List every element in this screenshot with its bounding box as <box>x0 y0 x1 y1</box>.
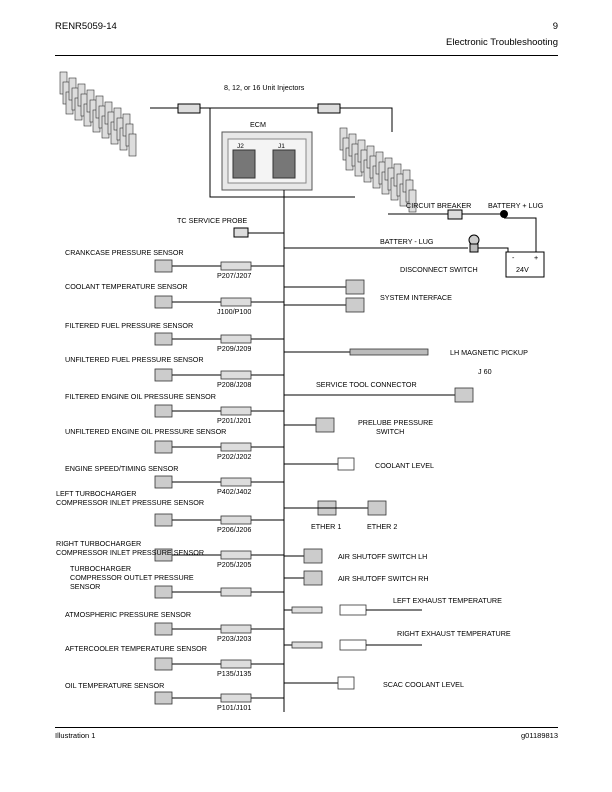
left-exhaust-temperature <box>284 604 422 616</box>
sensor-2 <box>154 295 284 309</box>
section-title: Electronic Troubleshooting <box>446 37 558 48</box>
page-number: 9 <box>552 21 558 32</box>
service-tool-connector <box>284 387 474 403</box>
sensor-label-12: AFTERCOOLER TEMPERATURE SENSOR <box>65 644 207 653</box>
connector-label-13: P101/J101 <box>217 703 251 712</box>
sensor-label-7: ENGINE SPEED/TIMING SENSOR <box>65 464 178 473</box>
ether-2-label: ETHER 2 <box>367 522 397 531</box>
injector-connector-right <box>317 103 341 114</box>
air-shutoff-rh-label: AIR SHUTOFF SWITCH RH <box>338 574 429 583</box>
graphic-id: g01189813 <box>521 731 558 740</box>
sensor-label-8: LEFT TURBOCHARGER <box>56 489 136 498</box>
sensor-label-9: RIGHT TURBOCHARGER <box>56 539 141 548</box>
j2-label: J2 <box>237 143 244 150</box>
j60-label: J 60 <box>478 367 492 376</box>
circuit-breaker-label: CIRCUIT BREAKER <box>406 201 471 210</box>
right-injector-bank <box>339 127 417 213</box>
document-id: RENR5059-14 <box>55 21 117 32</box>
illustration-caption: Illustration 1 <box>55 731 96 740</box>
battery-minus-lug-label: BATTERY - LUG <box>380 237 434 246</box>
sensor-13 <box>154 691 284 705</box>
lh-magnetic-pickup <box>284 348 429 356</box>
connector-label-8: P206/J206 <box>217 525 251 534</box>
service-tool-connector-label: SERVICE TOOL CONNECTOR <box>316 380 417 389</box>
battery-voltage-label: 24V <box>516 265 529 274</box>
sensor-label-10: COMPRESSOR OUTLET PRESSURE <box>70 573 194 582</box>
sensor-6 <box>154 440 284 454</box>
ecm-module <box>221 131 313 191</box>
scac-coolant-level-label: SCAC COOLANT LEVEL <box>383 680 464 689</box>
left-exhaust-temperature-label: LEFT EXHAUST TEMPERATURE <box>393 596 502 605</box>
connector-label-5: P201/J201 <box>217 416 251 425</box>
battery-plus-lug-label: BATTERY + LUG <box>488 201 544 210</box>
coolant-level-label: COOLANT LEVEL <box>375 461 434 470</box>
battery-plus-lug <box>500 210 508 218</box>
connector-label-6: P202/J202 <box>217 452 251 461</box>
battery-minus-sign: - <box>512 253 515 262</box>
battery <box>505 251 545 278</box>
scac-coolant-level-switch <box>284 676 355 690</box>
air-shutoff-lh <box>284 548 323 564</box>
sensor-12 <box>154 657 284 671</box>
sensor-label-2: COOLANT TEMPERATURE SENSOR <box>65 282 188 291</box>
sensor-label-5: FILTERED ENGINE OIL PRESSURE SENSOR <box>65 392 216 401</box>
battery-plus-sign: + <box>534 253 538 262</box>
tc-service-probe <box>233 227 249 238</box>
sensor-5 <box>154 404 284 418</box>
system-interface-connector <box>284 279 365 295</box>
circuit-breaker <box>447 209 463 220</box>
sensor-10 <box>154 585 284 599</box>
prelube-pressure-switch <box>284 417 335 433</box>
sensor-label-11: ATMOSPHERIC PRESSURE SENSOR <box>65 610 191 619</box>
tc-service-probe-label: TC SERVICE PROBE <box>177 216 247 225</box>
ecm-label: ECM <box>250 120 266 129</box>
footer-rule <box>55 727 558 728</box>
header-rule <box>55 55 558 56</box>
right-exhaust-temperature-label: RIGHT EXHAUST TEMPERATURE <box>397 629 511 638</box>
sensor-label-10: SENSOR <box>70 582 100 591</box>
air-shutoff-rh <box>284 570 323 586</box>
connector-label-11: P203/J203 <box>217 634 251 643</box>
sensor-9 <box>154 548 284 562</box>
sensor-8 <box>154 513 284 527</box>
prelube-pressure-switch-label-2: SWITCH <box>376 427 404 436</box>
sensor-label-3: FILTERED FUEL PRESSURE SENSOR <box>65 321 193 330</box>
ether-1-label: ETHER 1 <box>311 522 341 531</box>
sensor-label-6: UNFILTERED ENGINE OIL PRESSURE SENSOR <box>65 427 226 436</box>
lh-magnetic-pickup-label: LH MAGNETIC PICKUP <box>450 348 528 357</box>
left-injector-bank <box>59 71 137 157</box>
ecm-harness <box>209 108 355 198</box>
sensor-label-9: COMPRESSOR INLET PRESSURE SENSOR <box>56 548 204 557</box>
ether-2-valve <box>284 500 387 516</box>
injector-connector-left <box>177 103 201 114</box>
connector-label-3: P209/J209 <box>217 344 251 353</box>
system-interface-label: SYSTEM INTERFACE <box>380 293 452 302</box>
sensor-label-1: CRANKCASE PRESSURE SENSOR <box>65 248 184 257</box>
connector-label-7: P402/J402 <box>217 487 251 496</box>
sensor-label-10: TURBOCHARGER <box>70 564 131 573</box>
sensor-label-8: COMPRESSOR INLET PRESSURE SENSOR <box>56 498 204 507</box>
coolant-level-switch <box>284 457 355 471</box>
air-shutoff-lh-label: AIR SHUTOFF SWITCH LH <box>338 552 427 561</box>
system-interface-connector-2 <box>284 297 365 313</box>
sensor-1 <box>154 259 284 273</box>
disconnect-switch-label: DISCONNECT SWITCH <box>400 265 478 274</box>
sensor-label-4: UNFILTERED FUEL PRESSURE SENSOR <box>65 355 204 364</box>
sensor-4 <box>154 368 284 382</box>
connector-label-12: P135/J135 <box>217 669 251 678</box>
sensor-label-13: OIL TEMPERATURE SENSOR <box>65 681 164 690</box>
j1-label: J1 <box>278 143 285 150</box>
sensor-7 <box>154 475 284 489</box>
connector-label-9: P205/J205 <box>217 560 251 569</box>
connector-label-4: P208/J208 <box>217 380 251 389</box>
right-exhaust-temperature <box>284 639 422 651</box>
sensor-11 <box>154 622 284 636</box>
connector-label-1: P207/J207 <box>217 271 251 280</box>
connector-label-2: J100/P100 <box>217 307 251 316</box>
sensor-3 <box>154 332 284 346</box>
injectors-label: 8, 12, or 16 Unit Injectors <box>224 83 305 92</box>
prelube-pressure-switch-label: PRELUBE PRESSURE <box>358 418 433 427</box>
